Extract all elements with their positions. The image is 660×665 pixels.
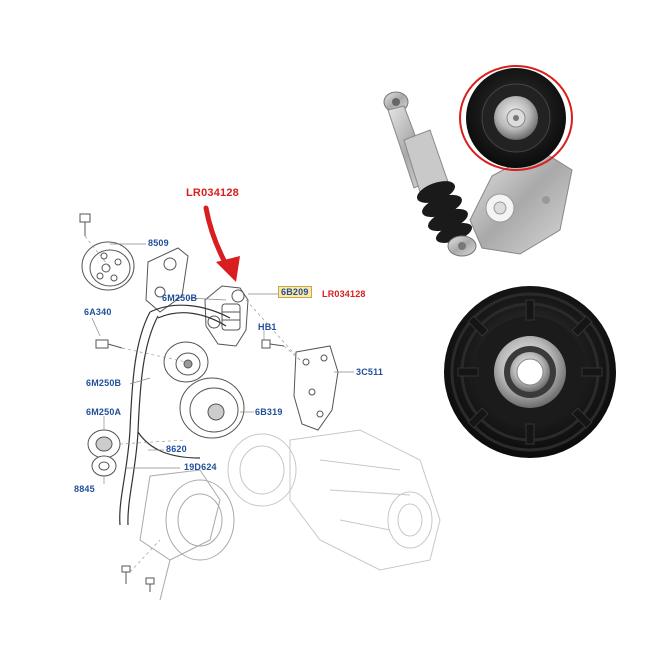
idler-pulley-6m250a <box>87 429 121 459</box>
cap-8845 <box>91 455 117 477</box>
bolt-bottom-1 <box>121 565 131 584</box>
label-6b319: 6B319 <box>255 407 283 417</box>
bolt-bottom-2 <box>145 577 155 592</box>
label-8845: 8845 <box>74 484 95 494</box>
highlighted-part-label: 6B209 <box>278 286 312 298</box>
callout-part-number-top: LR034128 <box>186 187 239 199</box>
bracket <box>145 247 189 313</box>
label-19d624: 19D624 <box>184 462 217 472</box>
serpentine-belt <box>119 304 231 526</box>
label-6m250a: 6M250A <box>86 407 122 417</box>
pulley-8509 <box>81 241 135 291</box>
bolt-hb1 <box>261 339 285 349</box>
exploded-drawing <box>79 213 441 601</box>
idler-pulley-photo <box>444 286 616 458</box>
label-6a340: 6A340 <box>84 307 112 317</box>
label-hb1: HB1 <box>258 322 277 332</box>
bolt-6a340 <box>95 339 123 349</box>
assembly-dashed-lines <box>84 235 301 573</box>
callout-part-number-right: LR034128 <box>322 289 366 299</box>
alternator-19d624 <box>139 469 235 601</box>
bellows <box>416 181 473 243</box>
callout-arrow <box>203 205 240 282</box>
label-3c511: 3C511 <box>356 367 384 377</box>
bolt-top <box>79 213 91 236</box>
tensioner-photo <box>383 65 573 257</box>
crank-pulley <box>179 377 245 439</box>
label-8509: 8509 <box>148 238 169 248</box>
plate-3c511 <box>293 345 339 431</box>
idler-pulley-mid <box>163 341 209 383</box>
label-8620: 8620 <box>166 444 187 454</box>
label-6m250b-top: 6M250B <box>162 293 198 303</box>
highlight-ring <box>459 65 573 171</box>
leader-lines <box>91 243 354 484</box>
label-6m250b-mid: 6M250B <box>86 378 122 388</box>
pulley-ribs <box>457 299 603 445</box>
engine-ghost <box>227 429 441 571</box>
